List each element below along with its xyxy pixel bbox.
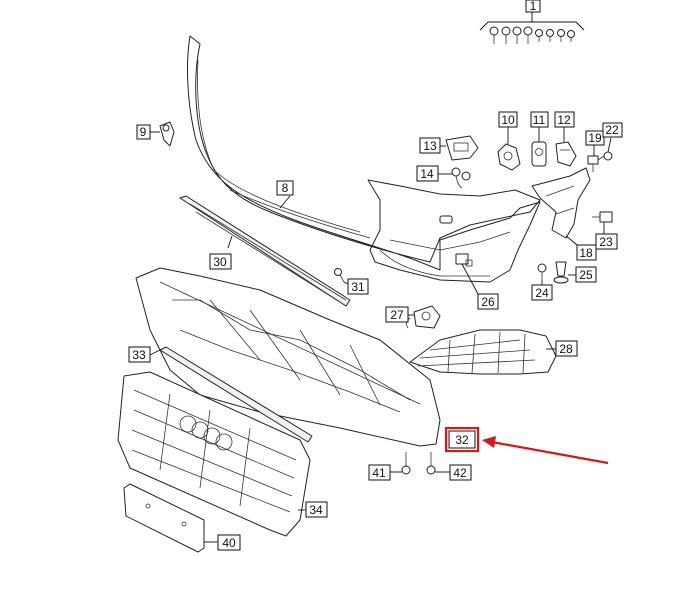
part-24 (334, 268, 345, 283)
callout-box-32 (602, 122, 623, 138)
callout-box-25 (448, 430, 476, 449)
callout-25: 32 (455, 433, 469, 447)
callout-box-13 (385, 306, 409, 323)
part-31 (587, 155, 599, 172)
part-42 (409, 329, 557, 375)
callout-box-31 (585, 130, 605, 146)
part-23 (179, 195, 351, 307)
callout-32: 22 (605, 123, 619, 137)
part-28 (159, 346, 313, 443)
callout-1: 1 (530, 0, 537, 13)
callout-9: 9 (140, 125, 147, 139)
callout-42: 28 (559, 342, 573, 356)
callout-box-10 (498, 111, 518, 128)
callout-box-8 (276, 180, 294, 196)
callout-33: 23 (599, 235, 613, 249)
callout-box-19 (477, 293, 499, 310)
part-41 (123, 483, 205, 553)
callout-41: 40 (222, 536, 236, 550)
part-34 (537, 263, 547, 280)
callout-18: 25 (579, 268, 593, 282)
part-12 (445, 135, 479, 161)
callout-box-9 (136, 124, 151, 140)
highlight-frame (444, 426, 480, 453)
part-26 (426, 452, 436, 475)
part-33 (592, 211, 613, 223)
callout-box-11 (530, 111, 549, 128)
callout-box-12 (419, 137, 441, 154)
callout-13: 27 (390, 308, 404, 322)
fastener-set-1: 1 (479, 0, 585, 44)
part-30 (531, 167, 591, 239)
callout-box-24 (347, 278, 369, 295)
part-22 (555, 141, 577, 167)
bracket-9 (159, 121, 175, 147)
callout-31: 19 (588, 131, 602, 145)
callout-box-41 (217, 534, 241, 551)
callout-22: 12 (557, 113, 571, 127)
callout-10: 10 (501, 113, 515, 127)
callout-box-14 (416, 165, 439, 182)
part-14 (451, 167, 471, 189)
callout-box-33 (595, 233, 618, 250)
callout-40: 34 (309, 503, 323, 517)
callout-box-40 (305, 501, 328, 518)
callout-8: 8 (282, 181, 289, 195)
callout-26: 42 (453, 466, 467, 480)
part-40-grille (117, 371, 311, 537)
callout-box-1 (525, 0, 541, 13)
callout-19: 26 (481, 295, 495, 309)
callout-11: 11 (533, 113, 546, 127)
part-25 (135, 267, 441, 447)
callout-box-34 (531, 284, 553, 301)
callout-34: 24 (535, 286, 549, 300)
bumper-cover (187, 35, 541, 283)
screw-row (489, 26, 575, 44)
callout-30: 18 (579, 246, 593, 260)
callout-box-18 (575, 266, 597, 283)
callout-28: 33 (132, 348, 146, 362)
callout-14: 14 (420, 167, 434, 181)
callout-box-28 (128, 346, 151, 363)
callout-23: 30 (213, 255, 227, 269)
red-arrow (482, 436, 609, 465)
grille-logo-rings (179, 415, 233, 451)
callout-27: 41 (372, 466, 386, 480)
part-10 (497, 143, 521, 171)
callout-box-42 (555, 340, 578, 357)
callout-12: 13 (423, 139, 437, 153)
callout-box-26 (449, 464, 472, 481)
part-32 (597, 151, 613, 161)
callout-box-30 (576, 244, 597, 261)
callout-box-22 (554, 111, 575, 128)
callout-24: 31 (351, 280, 365, 294)
callout-box-27 (368, 464, 391, 481)
callout-box-23 (209, 253, 232, 270)
part-18 (553, 261, 569, 284)
part-11 (531, 141, 547, 167)
part-13 (406, 305, 441, 329)
part-27 (401, 452, 411, 475)
